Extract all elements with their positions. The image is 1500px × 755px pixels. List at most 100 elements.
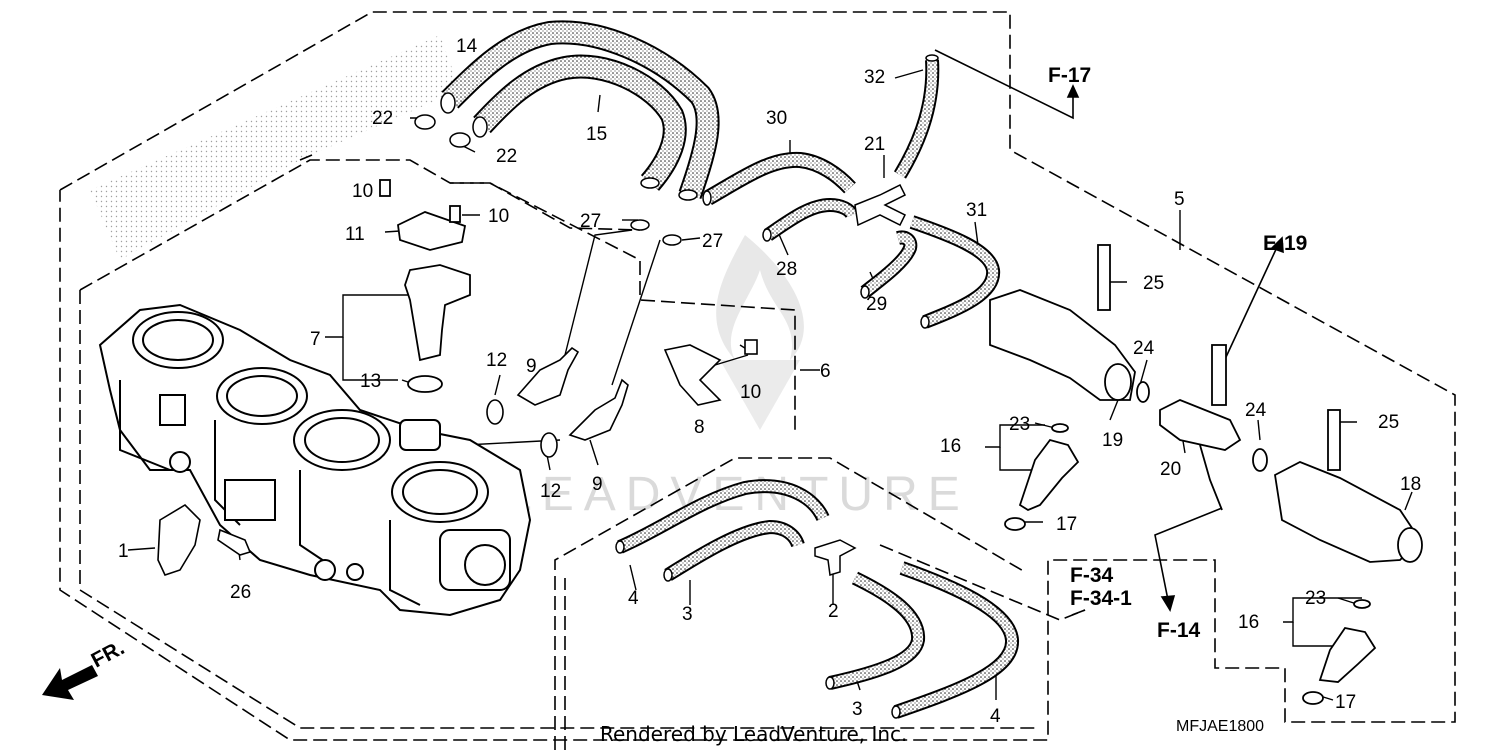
part-label-9: 9	[592, 474, 603, 495]
ref-f17: F-17	[1048, 64, 1091, 87]
part-label-23: 23	[1009, 414, 1030, 435]
hoses	[441, 20, 1019, 719]
part-label-25: 25	[1143, 273, 1164, 294]
part-label-4: 4	[628, 588, 639, 609]
hose-ends	[440, 54, 939, 719]
part-label-1: 1	[118, 541, 129, 562]
ref-e19: E-19	[1263, 232, 1307, 255]
bracket-1	[157, 503, 201, 576]
screw-26	[217, 528, 252, 556]
joint-2	[814, 539, 857, 576]
part-label-13: 13	[360, 371, 381, 392]
stippled-logo-background	[90, 35, 460, 260]
clamp-22-upper	[414, 114, 436, 130]
part-label-24: 24	[1133, 338, 1155, 359]
ref-f34: F-34	[1070, 564, 1114, 587]
part-label-30: 30	[766, 108, 787, 129]
part-label-20: 20	[1160, 459, 1181, 480]
part-label-29: 29	[866, 294, 887, 315]
washer-12-upper	[486, 399, 504, 425]
clamp-22-lower	[449, 132, 471, 148]
part-label-22: 22	[496, 146, 517, 167]
part-label-27: 27	[702, 231, 723, 252]
throttle-body	[98, 303, 532, 617]
part-label-32: 32	[864, 67, 885, 88]
part-label-9: 9	[526, 356, 537, 377]
part-label-23: 23	[1305, 588, 1326, 609]
front-label: FR.	[88, 636, 129, 672]
bolt-25-lower	[1327, 409, 1341, 471]
t-joints	[814, 183, 907, 576]
part-label-12: 12	[540, 481, 561, 502]
sensor-assembly	[379, 179, 471, 393]
clamps	[414, 114, 682, 246]
part-label-5: 5	[1174, 189, 1185, 210]
part-label-17: 17	[1335, 692, 1356, 713]
clamp-27-left	[630, 219, 650, 231]
left-components	[157, 503, 252, 576]
valve-fittings	[486, 339, 758, 458]
part-label-24: 24	[1245, 400, 1267, 421]
part-label-6: 6	[820, 361, 831, 382]
part-label-27: 27	[580, 211, 601, 232]
seal-17-lower	[1302, 691, 1324, 705]
ref-f34-1: F-34-1	[1070, 587, 1132, 610]
part-label-31: 31	[966, 200, 987, 221]
diagram-code: MFJAE1800	[1176, 718, 1264, 735]
part-label-7: 7	[310, 329, 321, 350]
part-number-labels: 1 2 3 3 4 4 5 6 7 8 9 9 10 10 10 11 12 1…	[118, 36, 1421, 727]
oring-23-upper	[1051, 423, 1069, 433]
front-direction-arrow: FR.	[42, 636, 128, 700]
washer-12-lower	[540, 432, 558, 458]
part-label-17: 17	[1056, 514, 1077, 535]
ref-f14: F-14	[1157, 619, 1201, 642]
part-label-2: 2	[828, 601, 839, 622]
bracket-8	[663, 344, 722, 406]
part-label-10: 10	[352, 181, 373, 202]
part-label-25: 25	[1378, 412, 1399, 433]
joint-20	[1159, 399, 1242, 451]
part-label-8: 8	[694, 417, 705, 438]
oring-24-upper	[1136, 381, 1150, 403]
valve-9-lower	[568, 378, 629, 441]
fuel-line-e19	[1211, 344, 1227, 406]
assembly-boundary-lines	[59, 11, 1456, 750]
bolt-10-right	[449, 205, 461, 223]
section-references: F-17 E-19 F-34 F-34-1 F-14	[1048, 64, 1307, 642]
part-label-26: 26	[230, 582, 251, 603]
footer-credit: Rendered by LeadVenture, Inc.	[600, 722, 907, 746]
bolt-10-bracket	[744, 339, 758, 355]
reference-arrows	[934, 49, 1284, 616]
oring-24-lower	[1252, 448, 1268, 472]
joint-21	[854, 183, 907, 227]
sensor-7	[404, 264, 471, 362]
bolt-25-upper	[1097, 244, 1111, 311]
oring-13	[407, 375, 443, 393]
fuel-system	[989, 244, 1423, 705]
part-label-11: 11	[345, 224, 365, 245]
part-label-3: 3	[852, 699, 863, 720]
watermark: LEADVENTURE	[505, 235, 960, 521]
injector-16-lower	[1318, 627, 1377, 683]
valve-9-upper	[516, 346, 580, 406]
rail-19	[989, 289, 1136, 401]
part-label-16: 16	[940, 436, 961, 457]
part-label-14: 14	[456, 36, 478, 57]
part-label-19: 19	[1102, 430, 1123, 451]
part-label-16: 16	[1238, 612, 1259, 633]
seal-17-upper	[1004, 517, 1026, 531]
part-label-18: 18	[1400, 474, 1421, 495]
clamp-27-right	[662, 234, 682, 246]
part-label-15: 15	[586, 124, 607, 145]
plate-11	[397, 211, 467, 251]
part-label-21: 21	[864, 134, 885, 155]
bolt-10-left	[379, 179, 391, 197]
part-label-10: 10	[740, 382, 761, 403]
part-label-3: 3	[682, 604, 693, 625]
part-label-22: 22	[372, 108, 393, 129]
injector-16-upper	[1018, 438, 1080, 512]
oring-23-lower	[1353, 599, 1371, 609]
part-label-12: 12	[486, 350, 507, 371]
part-label-10: 10	[488, 206, 509, 227]
